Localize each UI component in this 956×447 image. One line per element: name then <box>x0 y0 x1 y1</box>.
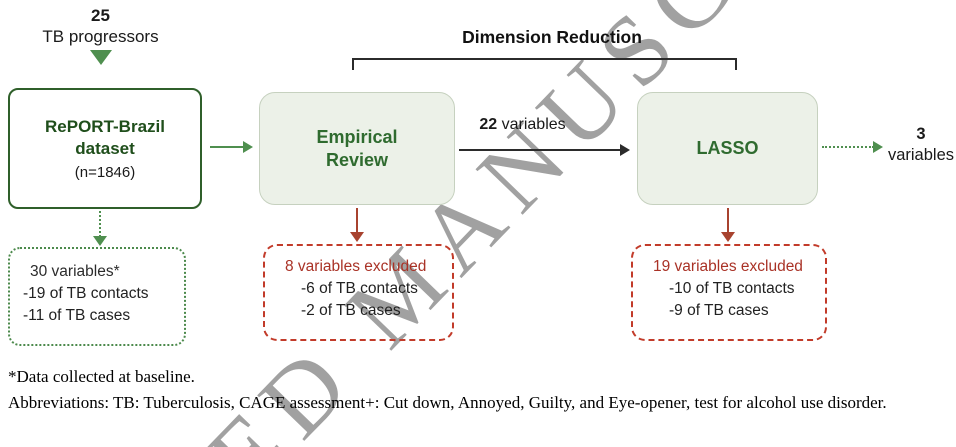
dotted-connector-line <box>99 211 101 237</box>
footnote-baseline: *Data collected at baseline. <box>8 367 195 386</box>
footnote-abbreviations: Abbreviations: TB: Tuberculosis, CAGE as… <box>8 393 887 412</box>
cohort-name: TB progressors <box>42 27 159 46</box>
node-lasso: LASSO <box>637 92 818 205</box>
baseline-variables-title: 30 variables* <box>30 263 120 280</box>
arrowhead-down-icon <box>93 236 107 246</box>
arrowhead-down-icon <box>721 232 735 242</box>
lasso-title: LASSO <box>696 138 759 158</box>
cohort-count: 25 <box>91 6 110 25</box>
down-arrow-icon <box>90 50 112 65</box>
arrowhead-down-icon <box>350 232 364 242</box>
baseline-variables-box: 30 variables* -19 of TB contacts -11 of … <box>8 247 186 346</box>
output-variables-label: 3 variables <box>886 124 956 166</box>
arrow-line-empirical-excluded <box>356 208 358 233</box>
lasso-excluded-contacts: -10 of TB contacts <box>669 280 795 297</box>
empirical-excluded-cases: -2 of TB cases <box>301 302 401 319</box>
empirical-excluded-title: 8 variables excluded <box>285 258 427 275</box>
baseline-line-cases: -11 of TB cases <box>23 307 131 324</box>
dimension-reduction-title: Dimension Reduction <box>462 27 642 47</box>
cohort-label: 25 TB progressors <box>18 5 183 47</box>
empirical-excluded-contacts: -6 of TB contacts <box>301 280 418 297</box>
output-count: 3 <box>916 125 926 143</box>
arrow-line-lasso-excluded <box>727 208 729 233</box>
empirical-review-title: Empirical Review <box>316 126 398 170</box>
arrowhead-right-icon <box>620 144 630 156</box>
variables-22-count: 22 <box>479 116 498 133</box>
empirical-excluded-box: 8 variables excluded -6 of TB contacts -… <box>263 244 454 341</box>
report-subtitle: (n=1846) <box>74 164 136 181</box>
arrow-line-report-to-empirical <box>210 146 244 148</box>
arrow-line-empirical-to-lasso <box>459 149 621 151</box>
lasso-excluded-cases: -9 of TB cases <box>669 302 769 319</box>
lasso-excluded-box: 19 variables excluded -10 of TB contacts… <box>631 244 827 341</box>
dimension-reduction-bracket <box>352 58 737 70</box>
node-empirical-review: Empirical Review <box>259 92 455 205</box>
output-text: variables <box>887 146 955 164</box>
lasso-excluded-title: 19 variables excluded <box>653 258 803 275</box>
variables-22-label: 22 variables <box>450 116 595 134</box>
baseline-line-contacts: -19 of TB contacts <box>23 285 149 302</box>
arrowhead-right-icon <box>243 141 253 153</box>
arrowhead-right-icon <box>873 141 883 153</box>
dotted-arrow-line-output <box>822 146 874 148</box>
report-title: RePORT-Brazil dataset <box>45 117 165 158</box>
node-report-dataset: RePORT-Brazil dataset (n=1846) <box>8 88 202 209</box>
footnotes: *Data collected at baseline. Abbreviatio… <box>8 364 948 416</box>
variables-22-text: variables <box>501 116 566 133</box>
